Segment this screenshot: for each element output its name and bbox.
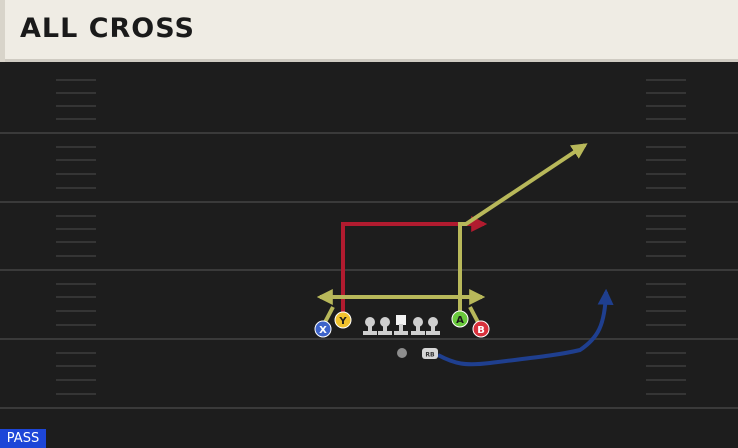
yard-lines <box>0 132 738 409</box>
route-a-yellow-post <box>458 143 588 316</box>
receiver-y-icon: Y <box>334 311 352 329</box>
play-type-badge: PASS <box>0 429 46 448</box>
quarterback-icon <box>397 348 407 358</box>
svg-text:A: A <box>456 315 464 326</box>
hash-marks-left <box>56 79 96 395</box>
header-accent <box>0 0 5 62</box>
route-rb-blue <box>437 288 614 367</box>
svg-text:RB: RB <box>425 352 435 359</box>
lineman-icon <box>426 317 440 335</box>
receiver-b-icon: B <box>472 320 490 338</box>
center-icon <box>394 315 408 335</box>
svg-text:Y: Y <box>338 316 347 327</box>
rb-icon: RB <box>422 348 438 359</box>
receiver-x-icon: X <box>314 320 332 338</box>
play-title: ALL CROSS <box>20 13 195 44</box>
hash-marks-right <box>646 79 686 395</box>
play-diagram: RB X Y A B <box>0 79 738 409</box>
offensive-line <box>363 315 440 335</box>
svg-text:B: B <box>477 325 485 336</box>
route-y-red <box>341 216 488 317</box>
svg-text:X: X <box>319 325 327 336</box>
receiver-a-icon: A <box>451 310 469 328</box>
play-diagram-field: RB X Y A B <box>0 62 738 448</box>
lineman-icon <box>363 317 377 335</box>
lineman-icon <box>378 317 392 335</box>
play-header: ALL CROSS <box>0 0 738 62</box>
lineman-icon <box>411 317 425 335</box>
